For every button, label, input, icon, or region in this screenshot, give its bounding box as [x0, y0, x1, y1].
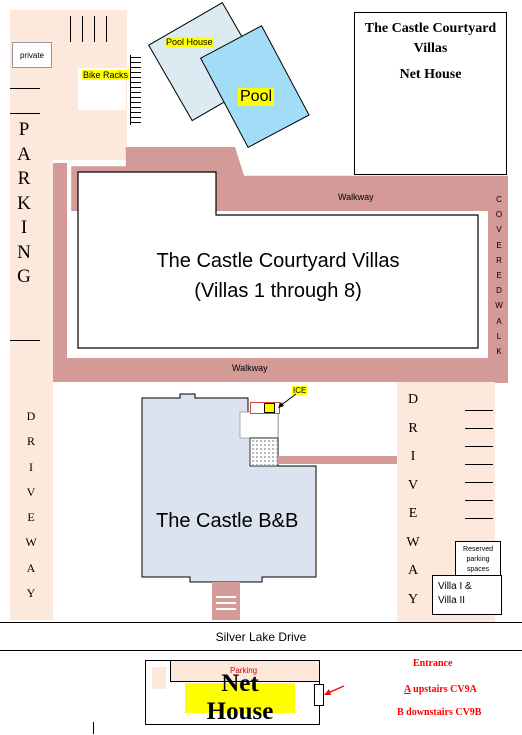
reserved-line1: Reserved [463, 546, 493, 553]
covered-walk-letter: A [496, 316, 502, 326]
driveway-letter: E [27, 510, 35, 525]
driveway-letter: W [406, 534, 420, 550]
stall-line [465, 446, 493, 447]
walkway-top-label: Walkway [338, 192, 374, 202]
stall-line [465, 428, 493, 429]
courtyard-line2: (Villas 1 through 8) [194, 280, 362, 302]
driveway-letter: D [407, 392, 419, 407]
covered-walk-letter: E [496, 240, 502, 250]
pool-house-label: Pool House [165, 37, 214, 47]
net-house-side-box [152, 667, 166, 689]
cursor-mark [93, 722, 94, 734]
private-label: private [19, 50, 44, 60]
reserved-line3: spaces [466, 566, 490, 573]
courtyard-line1: The Castle Courtyard Villas [156, 250, 400, 272]
private-area: private [12, 42, 52, 68]
driveway-letter: R [408, 420, 418, 436]
villa-line2: Villa II [438, 595, 466, 606]
stall-line [465, 518, 493, 519]
ice-label: ICE [292, 386, 308, 395]
reserved-line2: parking [466, 556, 490, 563]
covered-walk [488, 186, 508, 383]
net-house-bottom-label: Net House [185, 670, 295, 725]
parking-vertical-label: P A R K I N G [12, 118, 36, 290]
net-house-title-line3: Net House [399, 67, 462, 82]
bike-racks-label: Bike Racks [82, 70, 130, 80]
driveway-letter: V [407, 477, 419, 493]
stall-line [10, 340, 40, 341]
covered-walk-vertical-label: C O V E R E D W A L K [491, 192, 507, 359]
net-house-bottom-text: Net House [206, 670, 274, 725]
parking-letter: I [20, 217, 28, 238]
driveway-letter: Y [26, 586, 36, 601]
driveway-letter: I [410, 449, 416, 464]
left-parking-strip [10, 10, 53, 620]
stall-line [465, 464, 493, 465]
covered-walk-letter: K [496, 347, 502, 357]
net-house-title-line2: Villas [413, 41, 448, 56]
driveway-left-vertical-label: D R I V E W A Y [20, 404, 42, 606]
covered-walk-letter: W [495, 301, 503, 311]
driveway-letter: R [26, 434, 35, 449]
reserved-parking-box: Reserved parking spaces [455, 541, 501, 579]
ice-arrow-icon [278, 393, 297, 408]
net-house-parking-strip [170, 660, 320, 682]
parking-letter: G [17, 266, 31, 287]
storage-dotted-box [251, 439, 277, 465]
top-parking-lower [53, 110, 127, 160]
castle-bb-label: The Castle B&B [156, 510, 299, 532]
stall-line [465, 500, 493, 501]
net-house-title-line1: The Castle Courtyard [364, 21, 497, 36]
covered-walk-letter: D [496, 286, 502, 296]
net-house-parking-label: Parking [230, 666, 258, 675]
parking-letter: N [17, 241, 31, 263]
driveway-letter: Y [407, 591, 419, 607]
driveway-letter: E [408, 506, 418, 521]
walkway-bottom-label: Walkway [232, 363, 268, 373]
parking-letter: K [17, 192, 31, 214]
covered-walk-letter: R [496, 255, 502, 265]
covered-walk-letter: C [496, 195, 502, 204]
villa-box: Villa I & Villa II [432, 575, 502, 615]
walkway-left [53, 163, 67, 381]
driveway-letter: W [25, 535, 37, 550]
net-house-top-box: The Castle Courtyard Villas Net House [354, 12, 507, 175]
stall-line [10, 113, 40, 114]
courtyard-villas-label: The Castle Courtyard Villas (Villas 1 th… [78, 246, 478, 306]
upstairs-text: upstairs CV9A [410, 684, 477, 695]
stall-line [465, 410, 493, 411]
upstairs-letter: A [404, 684, 411, 695]
stall-line [465, 482, 493, 483]
driveway-letter: V [26, 484, 36, 499]
parking-letter: P [18, 119, 30, 140]
driveway-letter: A [407, 563, 419, 578]
entrance-label: Entrance [413, 658, 453, 669]
parking-stripes-top [60, 10, 120, 50]
bike-rack-comb [130, 55, 145, 125]
entrance-arrow-icon [324, 685, 345, 695]
driveway-letter: I [29, 459, 33, 474]
covered-walk-letter: L [496, 331, 502, 341]
driveway-letter: A [26, 560, 36, 575]
stall-line [10, 88, 40, 89]
walkway-bottom [53, 358, 508, 382]
parking-letter: A [17, 143, 31, 165]
villa-line1: Villa I & [438, 581, 472, 592]
parking-letter: R [17, 168, 31, 189]
net-house-door [314, 684, 324, 706]
driveway-right-vertical-label: D R I V E W A Y [402, 386, 424, 614]
covered-walk-letter: E [496, 271, 502, 281]
pool-label: Pool [238, 88, 275, 106]
covered-walk-letter: O [495, 210, 503, 220]
ice-machine [264, 403, 275, 413]
silver-lake-drive-label: Silver Lake Drive [215, 629, 307, 644]
silver-lake-drive-road: Silver Lake Drive [0, 622, 522, 651]
upstairs-label: A upstairs CV9A [404, 684, 477, 695]
downstairs-label: B downstairs CV9B [397, 707, 482, 718]
covered-walk-letter: V [496, 225, 502, 235]
driveway-letter: D [26, 409, 36, 423]
